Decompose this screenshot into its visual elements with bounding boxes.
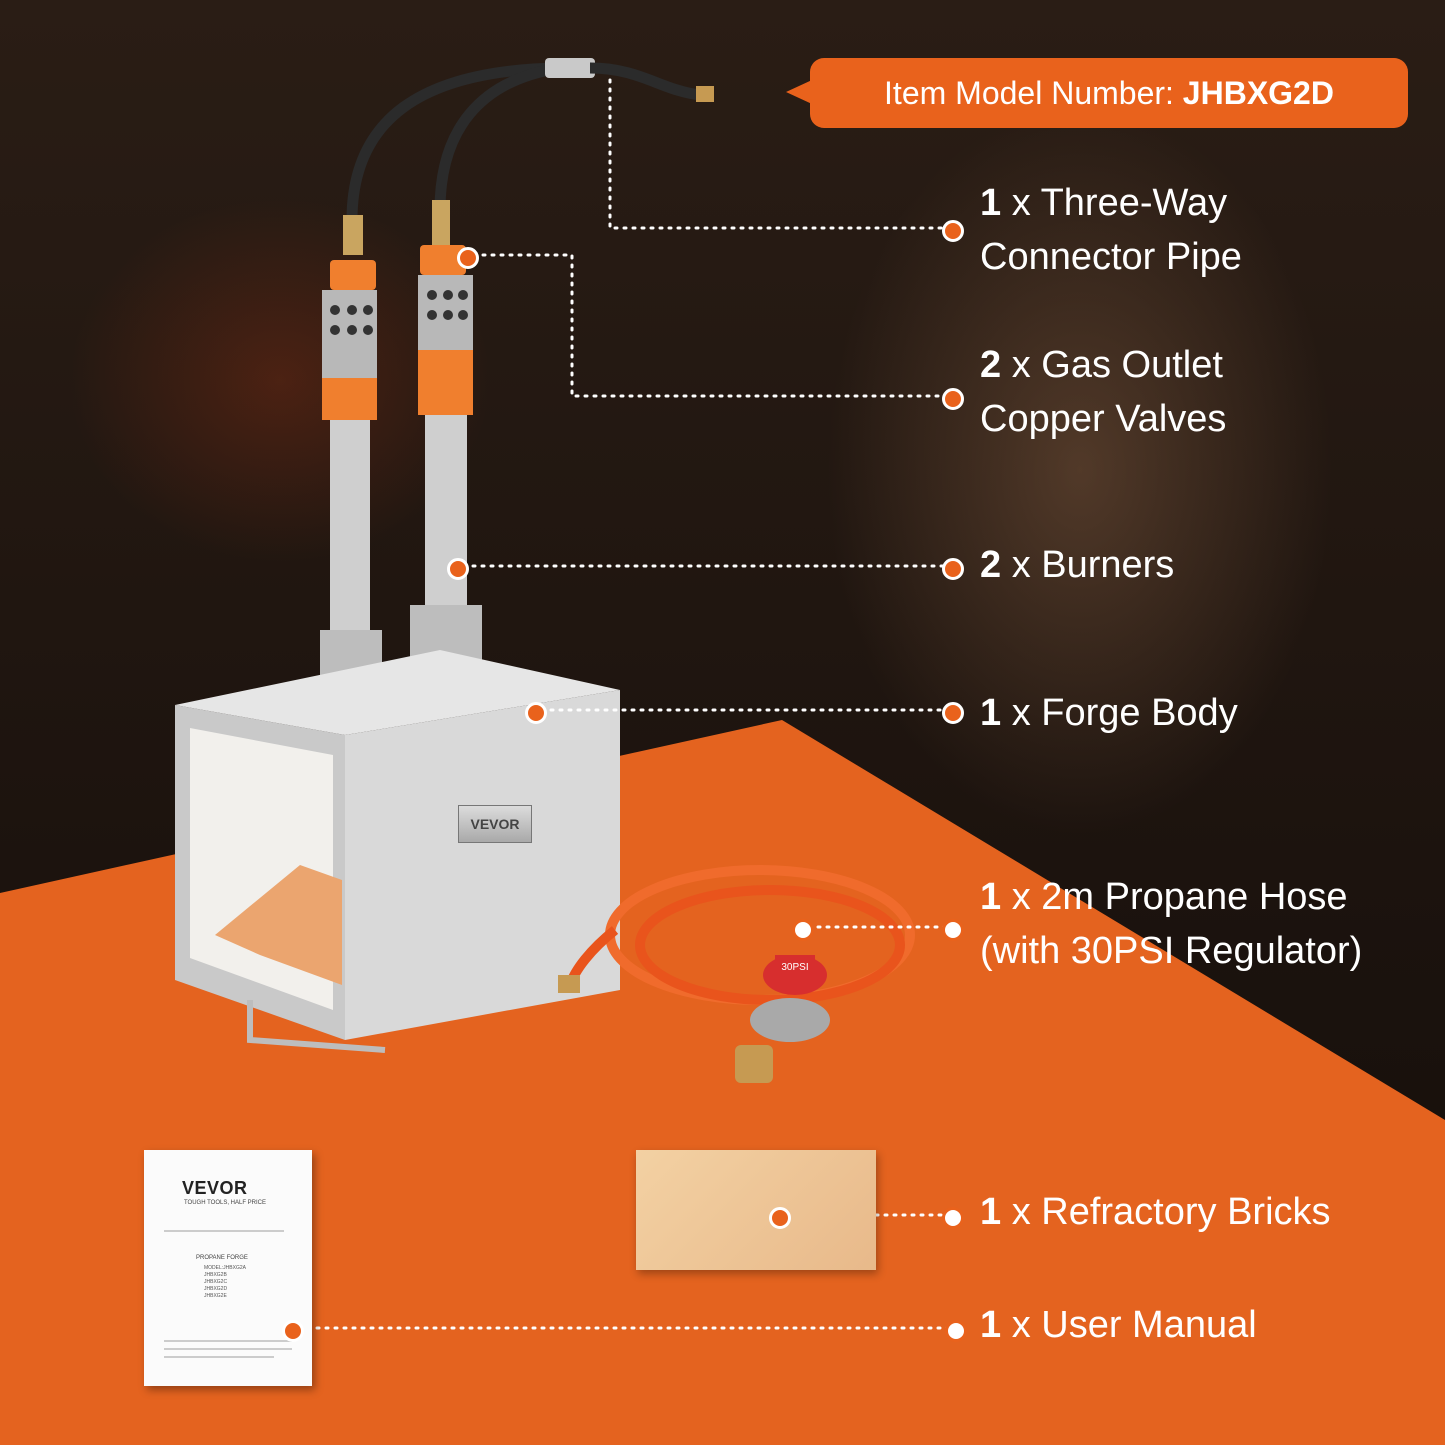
left-burner-warning-label	[322, 378, 377, 420]
callout-pointer	[786, 80, 812, 104]
manual-title: PROPANE FORGE	[196, 1255, 248, 1261]
right-burner-warning-label	[418, 350, 473, 415]
hose-end-fitting	[558, 975, 580, 993]
manual-model: MODEL:JHBXG2A	[204, 1265, 246, 1271]
forge-floor-brick	[215, 865, 342, 985]
forge-brand-badge: VEVOR	[458, 805, 532, 843]
callout-prefix: Item Model Number:	[884, 75, 1183, 111]
model-number: JHBXG2D	[1182, 75, 1334, 111]
left-valve-handle	[330, 260, 376, 290]
marker-dot	[769, 1207, 791, 1229]
marker-dot	[792, 919, 814, 941]
left-burner-tube	[330, 420, 370, 630]
left-burner-air-intake	[322, 290, 377, 380]
marker-dot	[457, 247, 479, 269]
regulator-connector	[735, 1045, 773, 1083]
connector-hose	[589, 62, 701, 101]
marker-dot	[525, 702, 547, 724]
right-copper-valve	[432, 200, 450, 250]
manual-model: JHBXG2C	[204, 1279, 228, 1285]
forge-side-face	[345, 690, 620, 1040]
marker-dot	[942, 702, 964, 724]
right-valve-handle	[420, 245, 466, 275]
marker-dot	[942, 388, 964, 410]
marker-dot	[942, 919, 964, 941]
three-way-connector	[545, 58, 595, 78]
item-label-user-manual: 1 x User Manual	[980, 1304, 1257, 1346]
leader-lines	[288, 78, 952, 1330]
manual-model: JHBXG2B	[204, 1272, 227, 1278]
marker-dot	[942, 220, 964, 242]
left-copper-valve	[343, 215, 363, 255]
marker-dot	[942, 558, 964, 580]
manual-tagline: TOUGH TOOLS, HALF PRICE	[184, 1200, 267, 1206]
gas-hose-right	[434, 62, 561, 211]
item-label-propane-hose: 1 x 2m Propane Hose(with 30PSI Regulator…	[980, 876, 1363, 972]
user-manual-image: VEVOR TOUGH TOOLS, HALF PRICE PROPANE FO…	[144, 1150, 312, 1386]
regulator-label: 30PSI	[781, 962, 808, 973]
marker-dot	[447, 558, 469, 580]
marker-dot	[282, 1320, 304, 1342]
item-label-burners: 2 x Burners	[980, 544, 1175, 586]
brass-fitting	[696, 86, 714, 102]
forge-top-face	[175, 650, 620, 735]
manual-brand: VEVOR	[182, 1178, 248, 1198]
marker-dot	[942, 1207, 964, 1229]
refractory-brick-image	[636, 1150, 876, 1270]
manual-model: JHBXG2D	[204, 1286, 228, 1292]
item-label-forge-body: 1 x Forge Body	[980, 692, 1238, 734]
item-label-refractory-bricks: 1 x Refractory Bricks	[980, 1191, 1331, 1233]
forge-stand	[247, 1000, 386, 1053]
gas-hose-left	[346, 62, 561, 221]
model-number-callout: Item Model Number: JHBXG2D	[810, 58, 1408, 128]
marker-dot	[945, 1320, 967, 1342]
regulator-body	[750, 998, 830, 1042]
manual-model: JHBXG2E	[204, 1293, 227, 1299]
